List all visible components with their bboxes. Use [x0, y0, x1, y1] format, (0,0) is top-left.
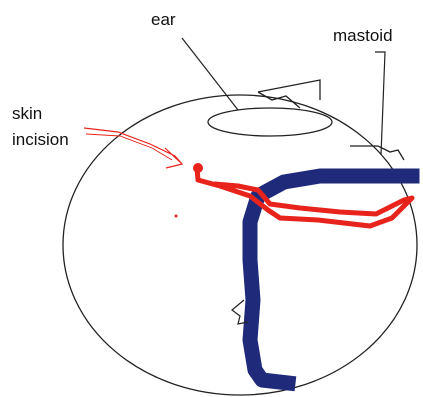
ear-leader-line — [182, 38, 238, 110]
mastoid-label: mastoid — [333, 26, 393, 46]
ear-oval — [208, 108, 332, 136]
incision-label: incision — [12, 130, 69, 150]
ear-label: ear — [151, 10, 176, 30]
incision-arrow-sketch — [86, 134, 172, 160]
head-outline — [63, 95, 417, 395]
incision-start — [193, 163, 203, 173]
incision-arrow — [84, 128, 182, 168]
mastoid-leader-line — [375, 52, 385, 155]
mastoid-marker — [350, 146, 404, 160]
pinna-outline — [258, 80, 320, 108]
skin-label: skin — [12, 104, 42, 124]
red-dot — [175, 215, 178, 218]
